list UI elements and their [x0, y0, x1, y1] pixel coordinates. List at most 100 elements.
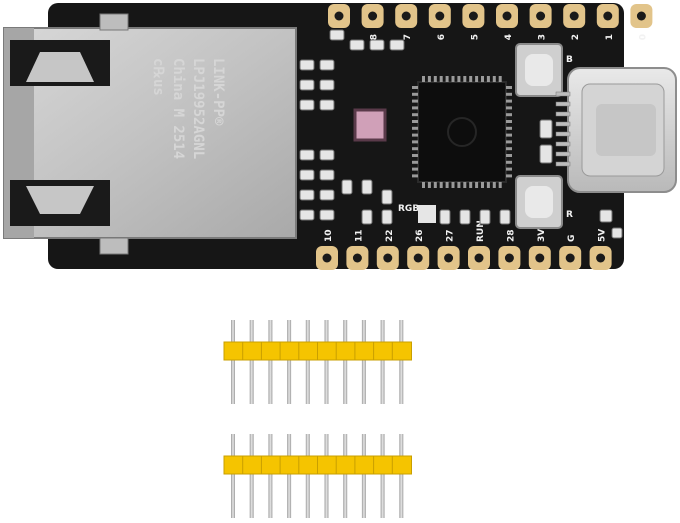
- pin-header-1: [223, 320, 412, 404]
- header-pin: [249, 320, 254, 404]
- header-plastic-block: [279, 341, 300, 361]
- header-plastic-block: [279, 455, 300, 475]
- smd-component: [299, 79, 315, 91]
- smd-component: [329, 29, 345, 41]
- header-plastic-block: [335, 341, 356, 361]
- header-pin: [399, 434, 404, 518]
- smd-component: [319, 209, 335, 221]
- bottom-pin-label: 26: [415, 229, 425, 242]
- smd-component: [299, 59, 315, 71]
- smd-component: [459, 209, 471, 225]
- header-plastic-block: [298, 341, 319, 361]
- rgb-label: RGB: [398, 204, 419, 214]
- header-plastic-block: [317, 341, 338, 361]
- top-pin-label: 8: [370, 34, 380, 40]
- smd-component: [319, 169, 335, 181]
- smd-component: [539, 119, 553, 139]
- pin-header-2: [223, 434, 412, 518]
- top-pin-label: 6: [437, 34, 447, 40]
- header-pin: [268, 320, 273, 404]
- smd-component: [361, 179, 373, 195]
- top-pin-label: 5: [470, 34, 480, 40]
- boot-button: [515, 43, 563, 97]
- top-pad-hole: [468, 11, 478, 21]
- smd-component: [319, 99, 335, 111]
- smd-component: [381, 209, 393, 225]
- header-plastic-block: [298, 455, 319, 475]
- smd-component: [499, 209, 511, 225]
- top-pin-label: 1: [605, 34, 615, 40]
- bottom-pad-hole: [322, 253, 332, 263]
- header-plastic-block: [260, 341, 282, 361]
- smd-component: [319, 189, 335, 201]
- header-pin: [380, 320, 385, 404]
- top-pad-hole: [368, 11, 378, 21]
- header-plastic-block: [373, 455, 394, 475]
- top-pin-label: 7: [403, 34, 413, 40]
- top-pin-label: 4: [504, 34, 514, 40]
- rj45-marking: LINK-PP® LPJ19952AGNL China M 2514 c℞us: [150, 58, 226, 159]
- smd-component: [319, 79, 335, 91]
- header-pin: [324, 320, 329, 404]
- header-plastic-block: [223, 455, 244, 475]
- svg-text:LINK-PP®: LINK-PP®: [210, 58, 226, 126]
- header-plastic-block: [354, 341, 375, 361]
- rgb-led: [418, 205, 436, 223]
- header-pin: [324, 434, 329, 518]
- header-pin: [361, 434, 366, 518]
- smd-component: [369, 39, 385, 51]
- header-pin: [268, 434, 273, 518]
- smd-component: [299, 189, 315, 201]
- top-pin-label: 2: [571, 34, 581, 40]
- bottom-pin-label: 10: [324, 229, 334, 242]
- header-plastic-block: [391, 341, 412, 361]
- rj45-jack: LINK-PP® LPJ19952AGNL China M 2514 c℞us: [3, 13, 297, 255]
- smd-component: [361, 209, 373, 225]
- header-pin: [361, 320, 366, 404]
- smd-component: [319, 149, 335, 161]
- header-pin: [249, 434, 254, 518]
- bottom-pad-hole: [413, 253, 423, 263]
- smd-component: [381, 189, 393, 205]
- header-plastic-block: [354, 455, 375, 475]
- top-pad-hole: [334, 11, 344, 21]
- bottom-pin-label: 27: [446, 229, 456, 242]
- header-plastic-block: [242, 341, 263, 361]
- bottom-pad-hole: [444, 253, 454, 263]
- header-plastic-block: [260, 455, 282, 475]
- top-pad-hole: [569, 11, 579, 21]
- header-pin: [305, 434, 310, 518]
- bottom-pin-label: 3V3: [537, 223, 547, 243]
- top-pin-label: 0: [638, 34, 648, 40]
- bottom-pin-label: 22: [385, 229, 395, 242]
- smd-component: [299, 169, 315, 181]
- smd-component: [299, 99, 315, 111]
- smd-components: [299, 29, 623, 239]
- bottom-pin-label: G: [567, 235, 577, 242]
- bottom-pad-hole: [565, 253, 575, 263]
- bottom-pad-hole: [383, 253, 393, 263]
- header-pin: [399, 320, 404, 404]
- header-pin: [380, 434, 385, 518]
- smd-component: [299, 209, 315, 221]
- top-pad-hole: [536, 11, 546, 21]
- svg-text:China M 2514: China M 2514: [170, 58, 186, 159]
- smd-component: [479, 209, 491, 225]
- bottom-pin-label: 28: [506, 229, 516, 242]
- smd-component: [349, 39, 365, 51]
- bottom-pin-label: 11: [354, 229, 364, 242]
- header-pin: [231, 320, 235, 404]
- header-pin: [287, 320, 292, 404]
- smd-component: [611, 227, 623, 239]
- rj45-tab-top: [26, 52, 94, 82]
- smd-component: [599, 209, 613, 223]
- rj45-tab-bottom: [26, 186, 94, 214]
- usb-c-connector: [555, 67, 677, 193]
- top-pad-hole: [502, 11, 512, 21]
- smd-component: [299, 149, 315, 161]
- header-plastic-block: [223, 341, 244, 361]
- smd-component: [539, 144, 553, 164]
- smd-component: [341, 179, 353, 195]
